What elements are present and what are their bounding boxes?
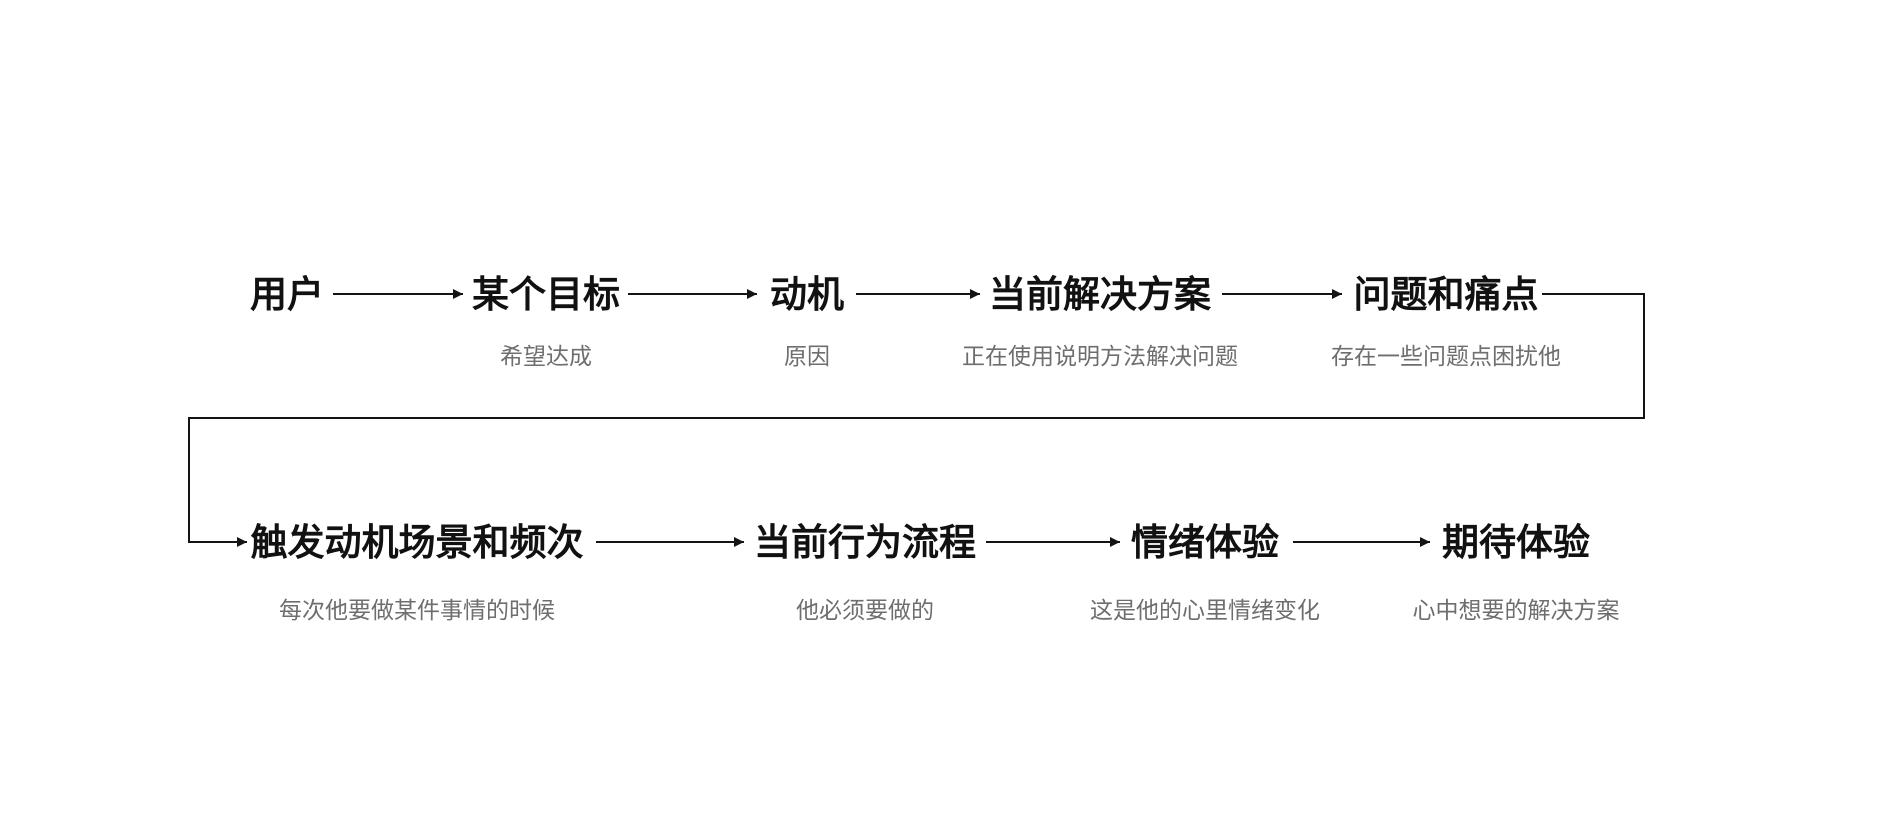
node-subtitle: 每次他要做某件事情的时候	[279, 597, 555, 623]
node-title: 情绪体验	[1131, 522, 1279, 563]
wrap-connector-painpoint-to-trigger	[188, 293, 1645, 547]
node-motive: 动机 原因	[770, 276, 844, 368]
node-title: 当前解决方案	[989, 274, 1211, 315]
node-expected-experience: 期待体验 心中想要的解决方案	[1413, 524, 1620, 622]
node-title: 问题和痛点	[1353, 274, 1539, 315]
node-emotional-experience: 情绪体验 这是他的心里情绪变化	[1090, 524, 1320, 622]
node-pain-point: 问题和痛点 存在一些问题点困扰他	[1331, 276, 1561, 368]
node-current-behavior-flow: 当前行为流程 他必须要做的	[754, 524, 976, 622]
node-title: 用户	[250, 274, 324, 315]
node-title: 期待体验	[1442, 522, 1590, 563]
node-subtitle: 心中想要的解决方案	[1412, 597, 1620, 623]
node-subtitle: 希望达成	[500, 343, 592, 369]
node-subtitle: 他必须要做的	[796, 597, 934, 623]
node-subtitle: 存在一些问题点困扰他	[1331, 343, 1561, 369]
node-subtitle: 正在使用说明方法解决问题	[962, 343, 1238, 369]
node-goal: 某个目标 希望达成	[472, 276, 620, 368]
node-user: 用户	[250, 276, 324, 313]
node-title: 当前行为流程	[754, 522, 976, 563]
node-trigger-scene-frequency: 触发动机场景和频次 每次他要做某件事情的时候	[251, 524, 584, 622]
node-current-solution: 当前解决方案 正在使用说明方法解决问题	[962, 276, 1238, 368]
node-subtitle: 这是他的心里情绪变化	[1090, 597, 1320, 623]
node-title: 动机	[770, 274, 844, 315]
node-title: 触发动机场景和频次	[250, 522, 584, 563]
node-subtitle: 原因	[784, 343, 830, 369]
node-title: 某个目标	[472, 274, 620, 315]
